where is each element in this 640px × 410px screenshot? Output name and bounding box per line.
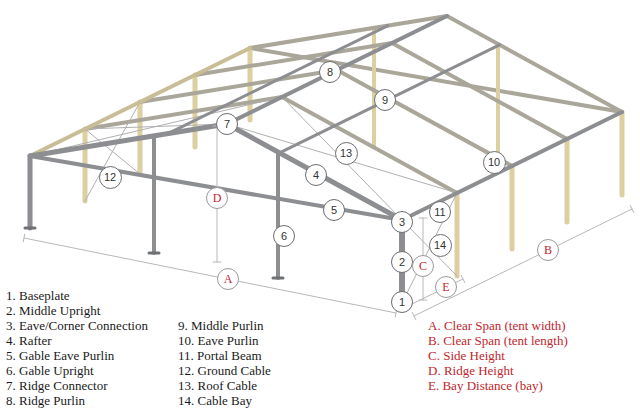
dimension-line (24, 238, 396, 313)
callout-number-text: 14 (434, 240, 446, 251)
dimension-letter: B (537, 239, 559, 261)
rafter (30, 124, 227, 156)
dimension-letter-text: B (544, 244, 552, 256)
baseplate (273, 277, 283, 280)
callout-number-text: 8 (327, 67, 333, 78)
callout-number: 12 (99, 166, 122, 189)
roof-cable (227, 124, 457, 193)
middle-purlin (280, 45, 500, 153)
legend-entry: 7. Ridge Connector (6, 378, 107, 393)
legend-entry: 14. Cable Bay (178, 393, 252, 408)
dimension-tick (461, 275, 465, 282)
callout-number-text: 7 (224, 119, 230, 130)
middle-upright (510, 166, 515, 249)
dimension-letter-text: D (213, 192, 222, 204)
callout-number: 4 (305, 164, 327, 186)
dimension-letter-text: A (224, 273, 233, 285)
callout-number: 7 (216, 113, 238, 135)
legend-entry: 2. Middle Upright (6, 303, 100, 318)
dimension-letter-text: E (442, 281, 449, 293)
legend-entry: 3. Eave/Corner Connection (6, 318, 148, 333)
callout-number-text: 10 (488, 157, 500, 168)
callout-number: 10 (483, 151, 506, 174)
callout-number-text: 12 (104, 172, 116, 183)
legend-entry: 10. Eave Purlin (178, 333, 259, 348)
middle-upright (28, 156, 33, 228)
legend-entry: 6. Gable Upright (6, 363, 94, 378)
callout-number: 11 (429, 201, 451, 223)
callout-number-text: 9 (382, 95, 388, 106)
callout-number: 9 (374, 89, 396, 111)
dimension-letter: A (217, 268, 239, 290)
dimension-tick (412, 312, 416, 319)
portal-beam (282, 97, 457, 193)
ridge-purlin (227, 16, 447, 124)
legend-entry: 12. Ground Cable (178, 363, 271, 378)
callout-number: 13 (335, 142, 358, 165)
callout-number-text: 5 (331, 205, 337, 216)
middle-upright (455, 193, 460, 276)
legend-entry: 4. Rafter (6, 333, 51, 348)
baseplate (149, 252, 159, 255)
callout-number: 8 (319, 61, 341, 83)
callout-number: 2 (391, 251, 413, 273)
callout-number-text: 1 (399, 297, 405, 308)
legend-entry: A. Clear Span (tent width) (428, 318, 566, 333)
dimension-tick (419, 300, 427, 301)
gable-upright (152, 136, 156, 253)
baseplate (25, 227, 35, 230)
legend-entry: C. Side Height (428, 348, 505, 363)
callout-number: 6 (273, 225, 295, 247)
rafter (227, 124, 402, 220)
legend-entry: 5. Gable Eave Purlin (6, 348, 114, 363)
portal-beam (337, 70, 512, 166)
legend-entry: 1. Baseplate (6, 288, 70, 303)
callout-number-text: 11 (434, 207, 445, 218)
portal-beam (392, 43, 567, 139)
cable-bay (402, 193, 457, 303)
legend-entry: B. Clear Span (tent length) (428, 333, 568, 348)
dimension-tick (23, 234, 25, 242)
legend-entry: 11. Portal Beam (178, 348, 262, 363)
portal-beam (447, 16, 622, 112)
middle-upright (620, 112, 625, 195)
callout-number-text: 2 (399, 257, 405, 268)
legend-entry: 9. Middle Purlin (178, 318, 264, 333)
callout-number: 14 (429, 234, 452, 257)
gable-upright (276, 152, 280, 278)
dimension-letter: E (435, 276, 457, 298)
dimension-line (414, 209, 632, 316)
callout-number-text: 4 (313, 170, 319, 181)
dimension-tick (213, 262, 221, 263)
callout-number-text: 6 (281, 231, 287, 242)
legend-entry: 8. Ridge Purlin (6, 393, 85, 408)
legend-entry: D. Ridge Height (428, 363, 514, 378)
dimension-letter: C (412, 255, 434, 277)
callout-number-text: 13 (340, 148, 352, 159)
legend-entry: E. Bay Distance (bay) (428, 378, 543, 393)
callout-number-text: 3 (399, 217, 405, 228)
callout-number: 1 (391, 291, 413, 313)
dimension-letter: D (206, 187, 228, 209)
callout-number: 3 (391, 211, 413, 233)
dimension-tick (419, 218, 427, 219)
dimension-tick (630, 205, 634, 212)
dimension-letter-text: C (419, 260, 427, 272)
callout-number: 5 (323, 199, 345, 221)
legend-entry: 13. Roof Cable (178, 378, 257, 393)
middle-upright (565, 139, 570, 222)
